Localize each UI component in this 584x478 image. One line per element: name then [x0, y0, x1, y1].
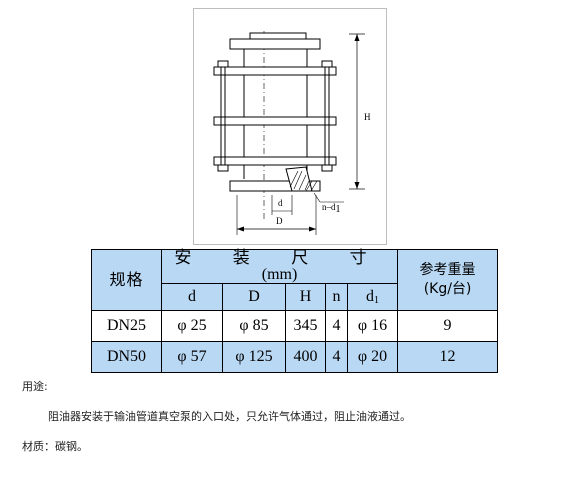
spec-header: 规格: [91, 249, 162, 311]
cell-spec: DN25: [91, 310, 162, 342]
cell-d: φ 57: [161, 341, 223, 373]
cell-D: φ 85: [222, 310, 286, 342]
cell-H: 400: [285, 341, 326, 373]
cell-spec: DN50: [91, 341, 162, 373]
install-dims-header: 安 装 尺 寸(mm): [160, 249, 399, 284]
cell-weight: 12: [397, 341, 499, 373]
col-d-header: d: [161, 283, 223, 311]
cell-d1: φ 20: [346, 341, 399, 373]
col-d1-header: d1: [346, 283, 399, 311]
cell-d1: φ 16: [346, 310, 399, 342]
cell-H: 345: [285, 310, 326, 342]
col-D-header: D: [222, 283, 286, 311]
table-header-row: 规格 安 装 尺 寸(mm) 参考重量 (Kg/台): [91, 249, 499, 311]
cell-d: φ 25: [161, 310, 223, 342]
cell-weight: 9: [397, 310, 499, 342]
cell-n: 4: [325, 310, 348, 342]
col-n-header: n: [325, 283, 348, 311]
dimension-D-label: D: [276, 216, 283, 226]
dimension-nd1-label: n–d1: [322, 202, 341, 215]
col-H-header: H: [285, 283, 326, 311]
dimension-d-label: d: [278, 198, 283, 208]
cell-D: φ 125: [222, 341, 286, 373]
technical-drawing: d D H n–d1: [193, 8, 387, 245]
usage-label: 用途:: [22, 380, 48, 393]
dimension-H-label: H: [364, 112, 371, 122]
table-row: DN25 φ 25 φ 85 345 4 φ 16 9: [91, 310, 499, 342]
spec-table: 规格 安 装 尺 寸(mm) 参考重量 (Kg/台) d D H n d1 DN…: [91, 249, 499, 373]
usage-text: 阻油器安装于输油管道真空泵的入口处，只允许气体通过，阻止油液通过。: [48, 410, 411, 423]
oil-blocker-drawing: [213, 31, 365, 235]
cell-n: 4: [325, 341, 348, 373]
material-text: 材质：碳钢。: [22, 440, 88, 453]
weight-header: 参考重量 (Kg/台): [397, 249, 499, 311]
table-row: DN50 φ 57 φ 125 400 4 φ 20 12: [91, 341, 499, 373]
